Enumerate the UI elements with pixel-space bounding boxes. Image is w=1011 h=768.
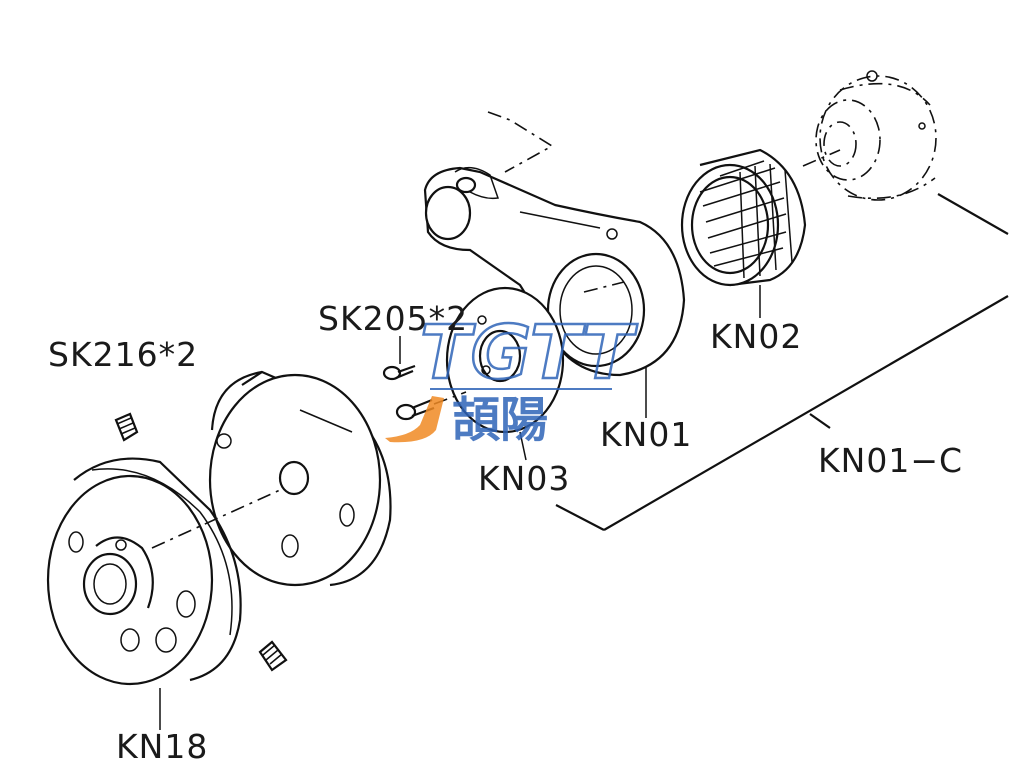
label-sk205: SK205*2: [318, 299, 468, 338]
watermark-latin: TGTT: [420, 310, 638, 396]
label-kn01c: KN01−C: [818, 441, 963, 480]
kn01c-bracket: [555, 193, 1009, 531]
connecting-rod-kn01: [423, 166, 686, 377]
leader-lines: [159, 285, 761, 730]
flange-hub: [802, 70, 937, 201]
label-kn02: KN02: [710, 317, 802, 356]
watermark-cjk: 頡陽: [452, 392, 548, 448]
watermark-logo: TGTT 頡陽: [385, 309, 639, 448]
label-kn18: KN18: [116, 727, 208, 766]
eccentric-block: [208, 370, 392, 587]
washer-kn03: [445, 286, 565, 434]
needle-bearing-kn02: [680, 148, 807, 287]
screw-sk205-a: [382, 364, 416, 381]
label-kn03: KN03: [478, 459, 570, 498]
pulley-kn18: [46, 457, 281, 686]
label-kn01: KN01: [600, 415, 692, 454]
leader-dashed: [487, 111, 554, 173]
set-screw-sk216-top: [114, 412, 139, 442]
set-screw-sk216-bottom: [258, 640, 288, 672]
label-sk216: SK216*2: [48, 335, 198, 374]
